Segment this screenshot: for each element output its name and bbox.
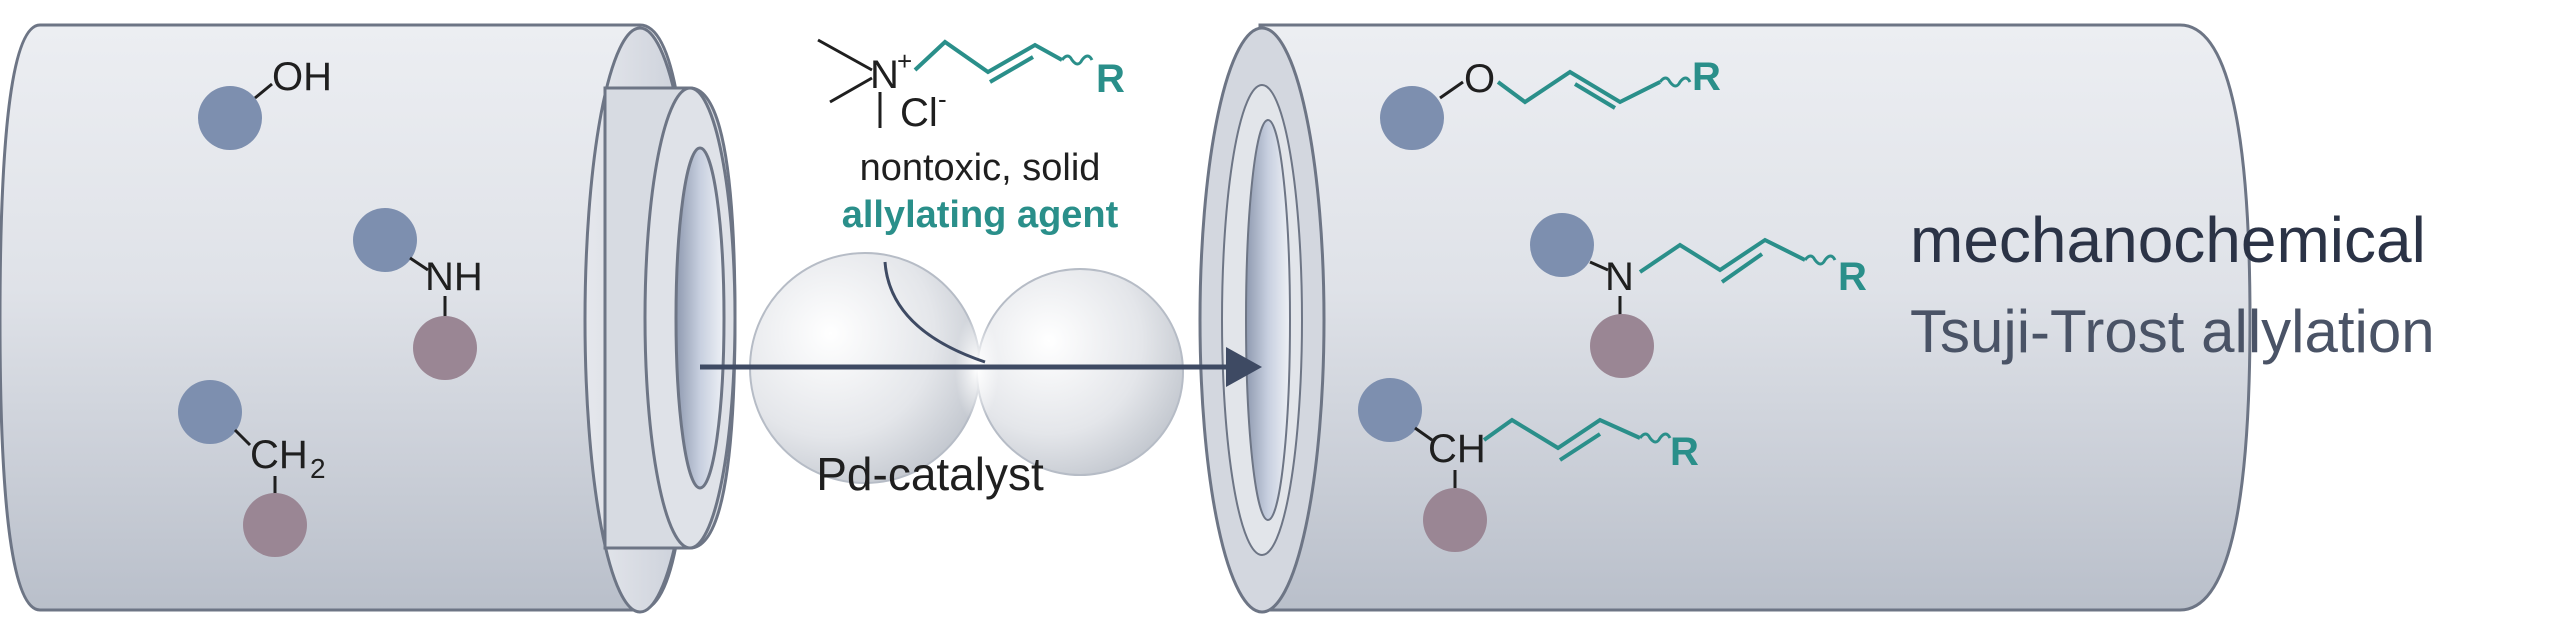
product-allyl-amine: N R [1530,213,1867,378]
catalyst-label: Pd-catalyst [816,448,1044,500]
product-o-r-group: R [1692,55,1721,99]
reaction-arrow [700,347,1262,387]
reagent-r-group: R [1096,57,1125,101]
product-ch-r-group: R [1670,430,1699,474]
product-n-r-group: R [1838,255,1867,299]
substrate-methylene: CH 2 [178,380,326,557]
substrate-ch2-label: CH [250,433,308,477]
reagent-charge: + [897,46,912,76]
reagent-counterion-charge: - [938,84,947,114]
product-c-allyl: CH R [1358,378,1699,552]
product-o-label: O [1464,57,1495,101]
reagent-description-line2: allylating agent [842,194,1119,236]
left-milling-jar [0,23,737,614]
right-milling-jar [1198,23,2252,614]
substrate-nh-label: NH [425,255,483,299]
product-ch-label: CH [1428,427,1486,471]
product-allyl-ether: O R [1380,55,1721,150]
substrate-amine: NH [353,208,483,380]
title-line1: mechanochemical [1910,204,2426,276]
substrate-ch2-subscript: 2 [310,453,326,484]
reagent-n-atom: N [870,53,899,97]
reagent-pointer-curve [883,261,986,364]
substrate-alcohol: OH [198,55,332,150]
reagent-counterion: Cl [900,91,938,135]
substrate-oh-label: OH [272,55,332,99]
title-line2: Tsuji-Trost allylation [1910,298,2435,365]
reagent-description-line1: nontoxic, solid [860,147,1101,189]
product-n-label: N [1605,255,1634,299]
allylating-agent-structure: N + Cl - R [817,38,1125,135]
